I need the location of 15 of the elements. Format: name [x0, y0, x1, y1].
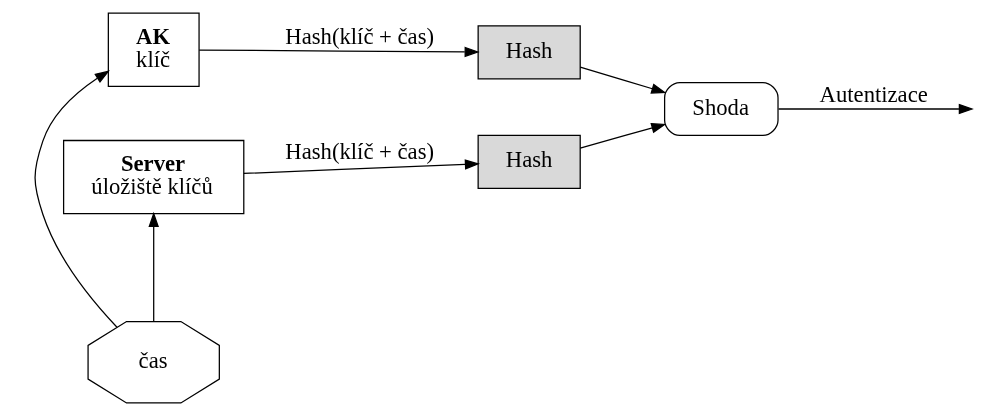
- node-box: Hash: [477, 25, 581, 80]
- node-box: Shoda: [663, 81, 779, 137]
- edge-label: Autentizace: [819, 81, 928, 107]
- arrow: [147, 211, 159, 323]
- arrow: [777, 103, 974, 115]
- edge-label: Hash(klíč + čas): [284, 138, 434, 164]
- arrow: [33, 70, 118, 328]
- edge-label: Hash(klíč + čas): [284, 23, 434, 49]
- node-box: Server úložiště klíčů: [62, 139, 244, 215]
- arrow: [198, 46, 480, 58]
- arrow: [579, 66, 666, 94]
- node-box: AK klíč: [107, 12, 200, 87]
- arrow: [579, 122, 666, 149]
- arrow: [242, 159, 480, 175]
- node-box: Hash: [477, 134, 581, 189]
